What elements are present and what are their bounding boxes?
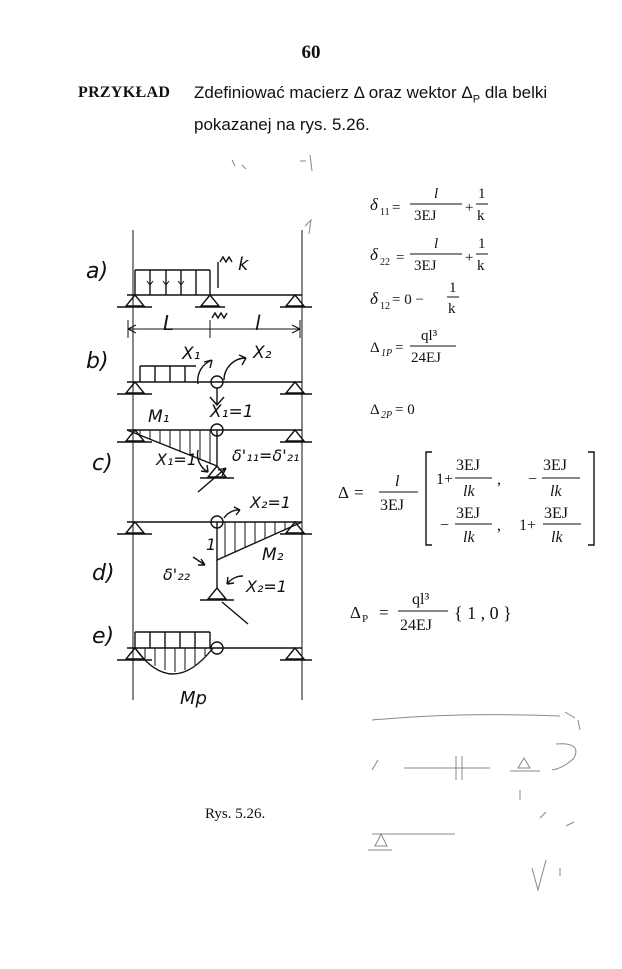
delta22-num1: l <box>434 236 438 252</box>
example-text: Zdefiniować macierz Δ oraz wektor ΔP dla… <box>194 80 584 138</box>
label-a: a) <box>86 259 108 284</box>
delta11-num1: l <box>434 186 438 202</box>
matrix-pre-num: l <box>395 473 400 490</box>
text-line1-main: Zdefiniować macierz Δ oraz wektor Δ <box>194 83 473 102</box>
label-c: c) <box>92 451 113 476</box>
label-x1-unit-c: X₁=1 <box>155 450 197 469</box>
delta1p-eq: = <box>395 340 403 356</box>
label-m1: M₁ <box>148 407 169 427</box>
delta22-plus: + <box>465 250 473 266</box>
vector-num: ql³ <box>412 591 429 608</box>
delta2p-sub: 2P <box>381 410 392 421</box>
beam-c <box>117 423 312 493</box>
delta12-sub: 12 <box>380 301 390 312</box>
label-delta11: δ'₁₁=δ'₂₁ <box>232 446 299 465</box>
matrix-a21-lead: − <box>440 517 449 534</box>
matrix-a12-lead: − <box>528 471 537 488</box>
matrix-pre-den: 3EJ <box>380 497 404 514</box>
beam-d <box>117 506 312 625</box>
formula-vector: Δ P = ql³ 24EJ { 1 , 0 } <box>350 591 512 634</box>
formula-delta2p: Δ 2P = 0 <box>370 402 415 421</box>
formula-delta11: δ 11 = l 3EJ + 1 k <box>370 186 488 224</box>
formula-matrix: Δ = l 3EJ 1+ 3EJ lk , − 3EJ lk − 3EJ lk … <box>338 451 595 546</box>
label-span-right: l <box>255 311 261 335</box>
vector-sym: Δ <box>350 603 361 622</box>
delta22-eq: = <box>396 250 404 266</box>
formula-delta1p: Δ 1P = ql³ 24EJ <box>370 328 456 366</box>
label-x1: X₁ <box>181 344 200 364</box>
delta11-sym: δ <box>370 195 379 214</box>
delta1p-num: ql³ <box>421 328 438 344</box>
delta2p-sym: Δ <box>370 402 380 418</box>
matrix-a11-den: lk <box>463 483 475 500</box>
vector-den: 24EJ <box>400 617 432 634</box>
matrix-comma1: , <box>497 471 501 488</box>
label-mp: Mp <box>180 688 207 709</box>
beam-b <box>117 354 312 407</box>
label-one: 1 <box>206 535 216 554</box>
example-heading: PRZYKŁAD <box>78 84 171 101</box>
label-x2-unit-top: X₂=1 <box>249 493 291 512</box>
delta1p-den: 24EJ <box>411 350 441 366</box>
delta11-num2: 1 <box>478 186 486 202</box>
delta11-den2: k <box>477 208 485 224</box>
matrix-a12-den: lk <box>550 483 562 500</box>
matrix-a11-lead: 1+ <box>436 471 453 488</box>
matrix-eq: = <box>354 483 364 502</box>
delta1p-sym: Δ <box>370 340 380 356</box>
vector-body: { 1 , 0 } <box>454 603 512 623</box>
delta11-plus: + <box>465 200 473 216</box>
matrix-a11-num: 3EJ <box>456 457 480 474</box>
matrix-sym: Δ <box>338 483 349 502</box>
label-x2-unit-bottom: X₂=1 <box>245 577 287 596</box>
delta22-num2: 1 <box>478 236 486 252</box>
pencil-sketch <box>368 711 581 892</box>
matrix-a21-den: lk <box>463 529 475 546</box>
delta2p-value: = 0 <box>395 402 415 418</box>
vector-eq: = <box>379 603 389 622</box>
delta12-sym: δ <box>370 289 379 308</box>
label-x1-unit: X₁=1 <box>209 402 254 422</box>
delta22-den2: k <box>477 258 485 274</box>
label-spring: k <box>238 254 250 275</box>
example-text-line-1: Zdefiniować macierz Δ oraz wektor ΔP dla… <box>194 80 584 112</box>
figure-caption: Rys. 5.26. <box>205 806 266 822</box>
matrix-a21-num: 3EJ <box>456 505 480 522</box>
beam-a <box>117 255 312 338</box>
delta11-sub: 11 <box>380 207 390 218</box>
matrix-a22-lead: 1+ <box>519 517 536 534</box>
delta11-eq: = <box>392 200 400 216</box>
example-text-line-2: pokazanej na rys. 5.26. <box>194 115 370 135</box>
delta12-lead: = 0 − <box>392 292 424 308</box>
delta12-den: k <box>448 301 456 317</box>
label-x2: X₂ <box>252 343 272 363</box>
delta12-num: 1 <box>449 280 457 296</box>
label-d: d) <box>92 561 115 586</box>
label-span-left: L <box>163 311 174 335</box>
delta22-sub: 22 <box>380 257 390 268</box>
stray-marks <box>231 154 313 235</box>
label-b: b) <box>86 349 109 374</box>
matrix-a22-num: 3EJ <box>544 505 568 522</box>
beam-e <box>117 631 312 675</box>
text-line1-sub: P <box>472 93 481 106</box>
page-number: 60 <box>301 42 321 63</box>
label-m2: M₂ <box>262 545 284 565</box>
guide-lines <box>132 230 303 700</box>
text-line1-end: dla belki <box>480 83 548 102</box>
label-delta22: δ'₂₂ <box>163 565 191 584</box>
delta22-den1: 3EJ <box>414 258 437 274</box>
matrix-a22-den: lk <box>551 529 563 546</box>
vector-sub: P <box>362 613 368 625</box>
delta11-den1: 3EJ <box>414 208 437 224</box>
matrix-comma2: , <box>497 517 501 534</box>
formula-delta12: δ 12 = 0 − 1 k <box>370 280 459 317</box>
delta1p-sub: 1P <box>381 348 392 359</box>
label-e: e) <box>92 624 114 649</box>
delta22-sym: δ <box>370 245 379 264</box>
formula-delta22: δ 22 = l 3EJ + 1 k <box>370 236 488 274</box>
matrix-a12-num: 3EJ <box>543 457 567 474</box>
